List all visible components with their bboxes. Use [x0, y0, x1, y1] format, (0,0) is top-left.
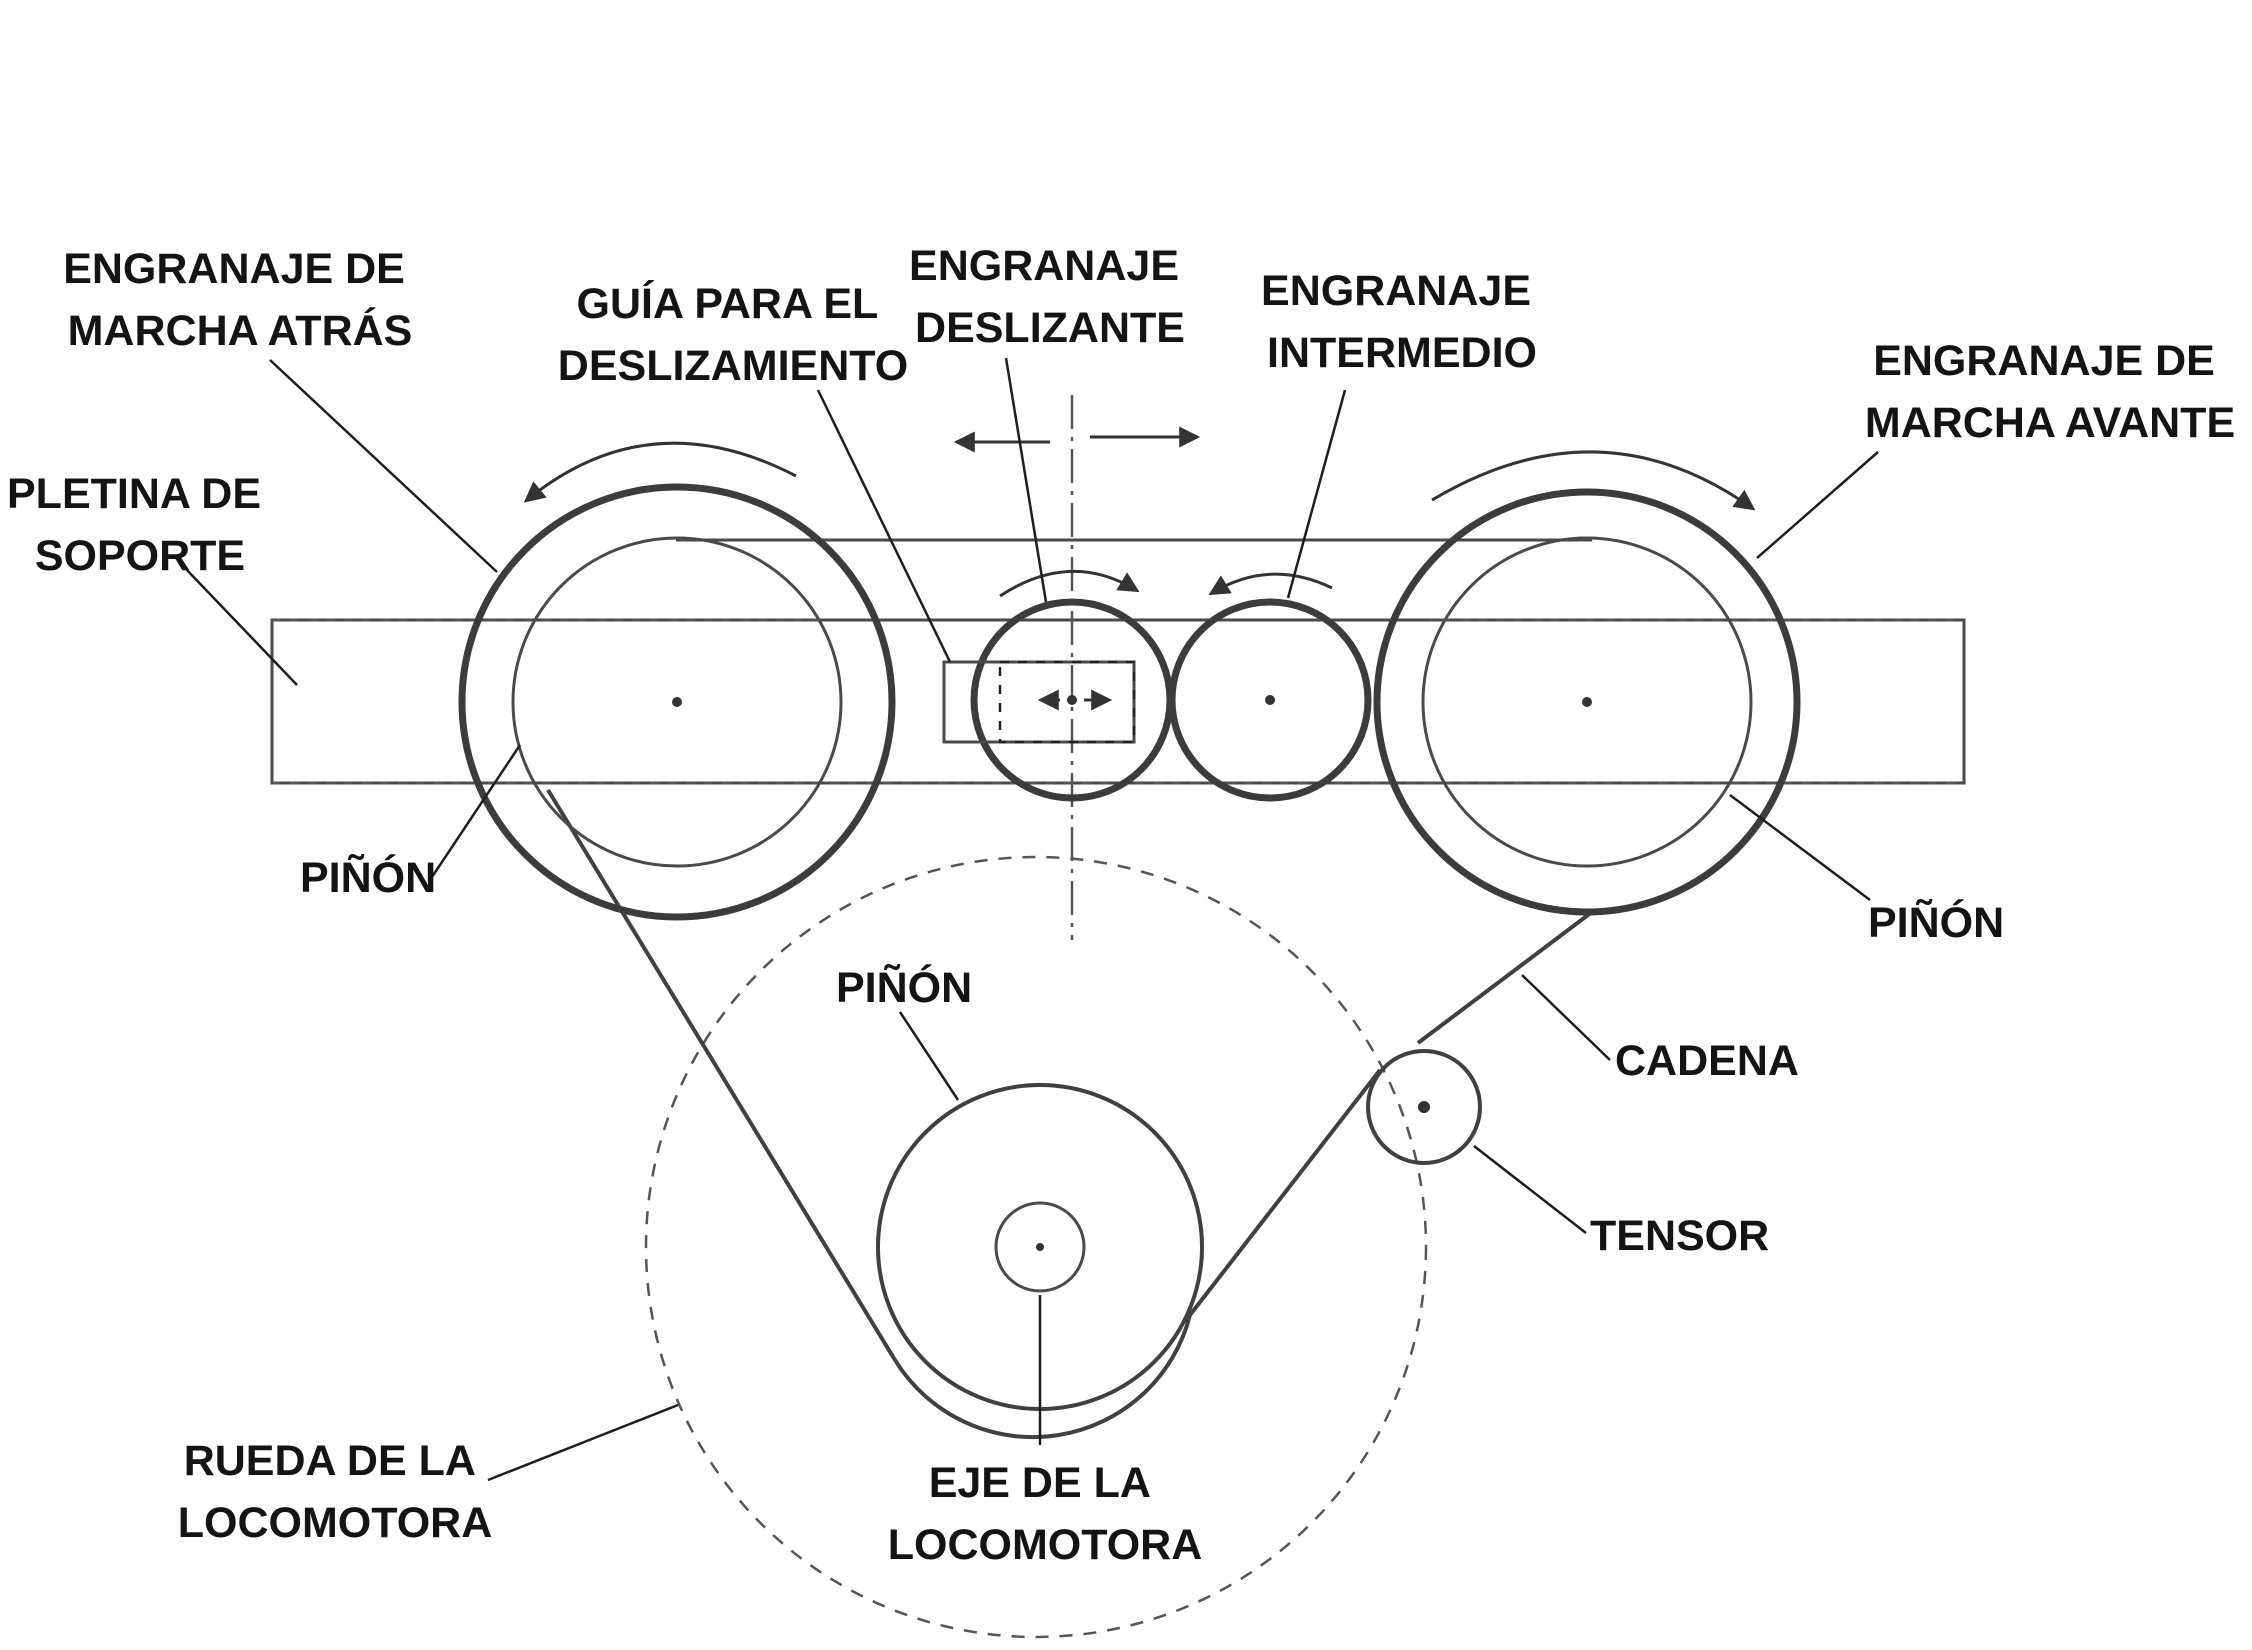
locomotive-axle — [994, 1201, 1086, 1293]
support-plate — [270, 618, 1966, 785]
rotation-arrows — [523, 426, 1756, 598]
sliding-plate — [676, 538, 1592, 622]
label-pinion-right: PIÑÓN — [1868, 898, 2004, 947]
label-loco-axle: EJE DE LA LOCOMOTORA — [888, 1459, 1203, 1569]
label-reverse-gear: ENGRANAJE DE MARCHA ATRÁS — [63, 245, 417, 355]
label-slide-guide: GUÍA PARA EL DESLIZAMIENTO — [558, 280, 908, 390]
label-pinion-left: PIÑÓN — [300, 853, 436, 902]
label-pinion-axle: PIÑÓN — [836, 963, 972, 1012]
idler-gear — [1168, 598, 1372, 802]
label-idler-gear: ENGRANAJE INTERMEDIO — [1261, 267, 1543, 377]
label-forward-gear: ENGRANAJE DE MARCHA AVANTE — [1865, 337, 2235, 447]
reverse-pinion — [511, 536, 843, 868]
label-support-plate: PLETINA DE SOPORTE — [7, 470, 273, 580]
forward-pinion — [1421, 536, 1753, 868]
tensioner — [1366, 1049, 1482, 1165]
label-sliding-gear: ENGRANAJE DESLIZANTE — [909, 242, 1191, 352]
forward-gear — [1373, 488, 1801, 916]
label-loco-wheel: RUEDA DE LA LOCOMOTORA — [178, 1437, 493, 1547]
leader-lines — [184, 357, 1879, 1482]
label-tensioner: TENSOR — [1590, 1212, 1769, 1260]
locomotive-wheel — [644, 855, 1428, 1639]
reverse-gear — [458, 483, 896, 921]
chain — [546, 788, 1594, 1440]
slide-guide — [942, 660, 1136, 744]
label-chain: CADENA — [1615, 1037, 1799, 1085]
